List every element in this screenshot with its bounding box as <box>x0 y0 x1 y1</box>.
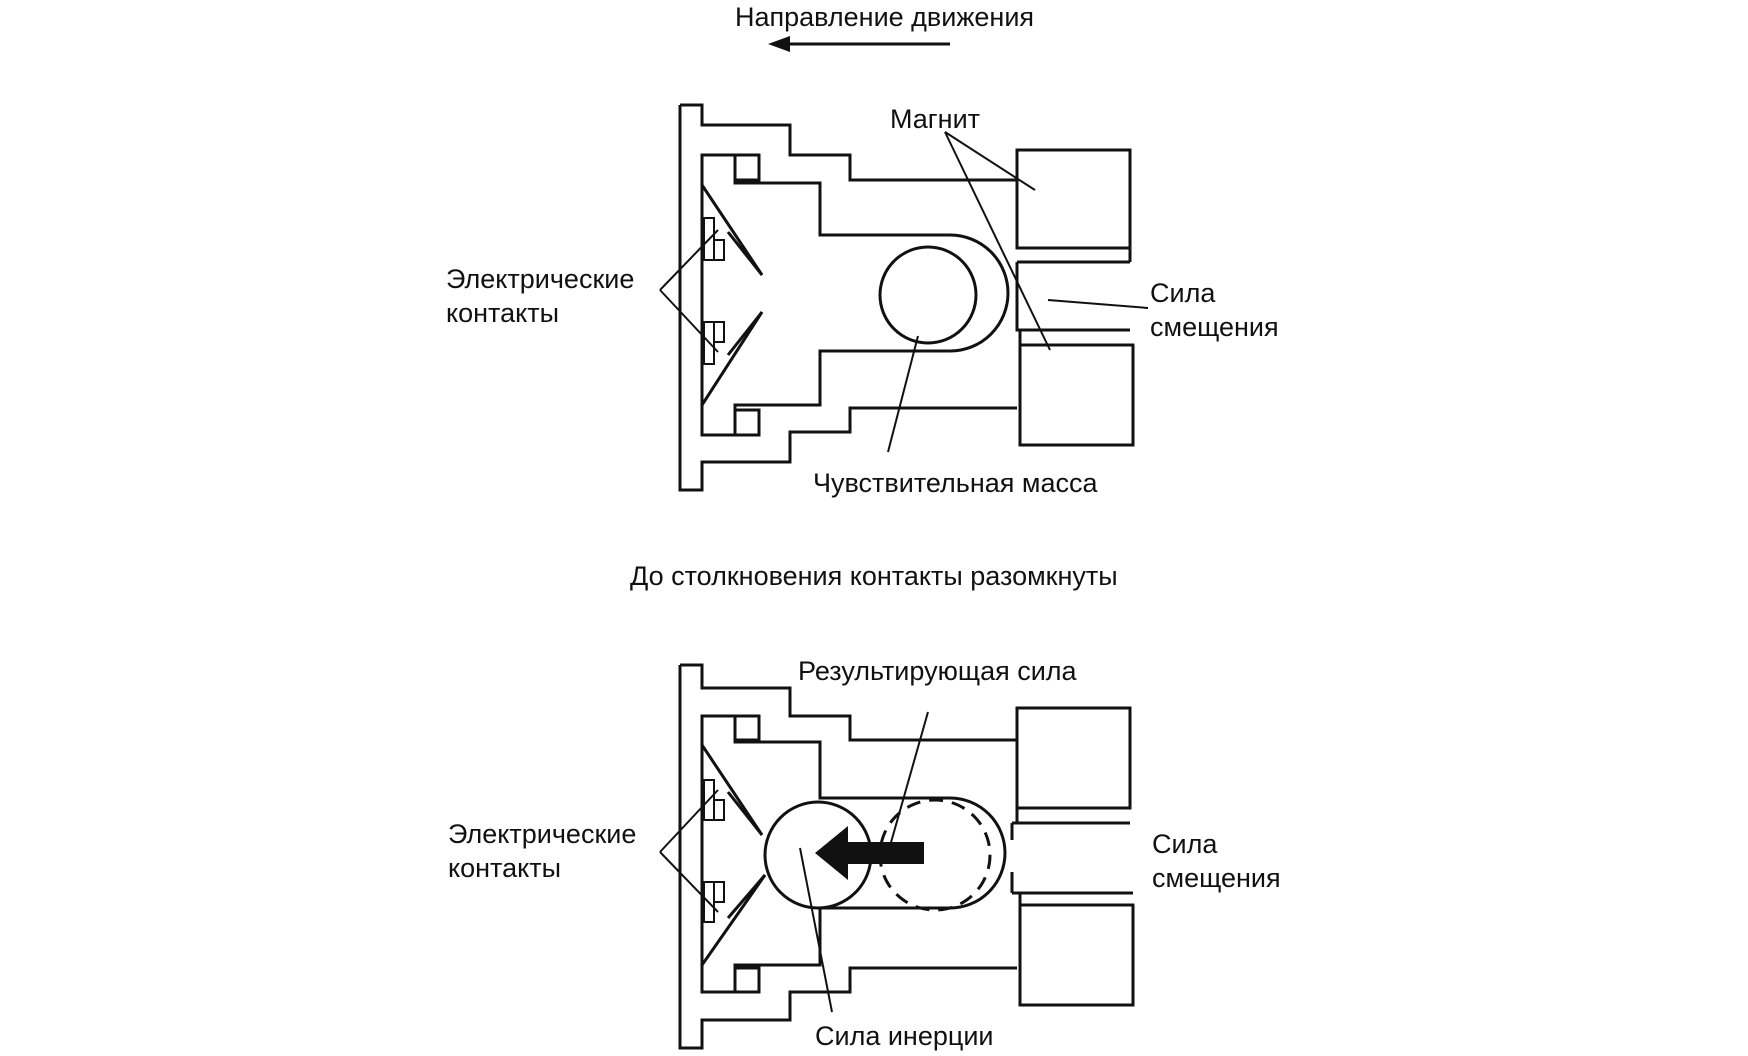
top-leader-lines <box>659 131 1149 453</box>
direction-label: Направление движения <box>735 2 1034 32</box>
top-magnet-label: Магнит <box>890 104 980 134</box>
bottom-bias-label-2: смещения <box>1152 863 1281 893</box>
top-magnet-upper <box>1015 148 1132 264</box>
top-sensing-mass <box>878 245 978 345</box>
top-bias-label-1: Сила <box>1150 278 1216 308</box>
bottom-sensor <box>659 663 1135 1050</box>
top-magnet-lower <box>1018 330 1135 447</box>
bottom-inertia-label: Сила инерции <box>815 1021 994 1051</box>
bottom-guide-block-upper <box>733 714 761 742</box>
bottom-resultant-label: Результирующая сила <box>798 656 1078 686</box>
bottom-inertia-arrow <box>815 826 924 880</box>
top-electrical-contacts <box>700 184 764 406</box>
top-mass-label: Чувствительная масса <box>813 468 1098 498</box>
direction-arrow <box>768 36 950 52</box>
bottom-magnet-lower <box>1018 893 1135 1007</box>
top-cavity <box>700 153 1010 437</box>
top-housing <box>678 103 1017 492</box>
bottom-contacts-label-2: контакты <box>448 853 561 883</box>
bottom-housing <box>678 663 1017 1050</box>
top-contacts-label-2: контакты <box>446 298 559 328</box>
top-contacts-label-1: Электрические <box>446 264 634 294</box>
caption: До столкновения контакты разомкнуты <box>630 561 1118 591</box>
top-sensor <box>659 103 1149 492</box>
bottom-contacts-label-1: Электрические <box>448 819 636 849</box>
top-bias-label-2: смещения <box>1150 312 1279 342</box>
bottom-magnet-upper <box>1015 706 1132 825</box>
bottom-leader-lines <box>659 711 929 1013</box>
bottom-electrical-contacts <box>700 744 767 966</box>
top-guide-block-upper <box>733 153 761 182</box>
top-guide-block-lower <box>733 408 761 437</box>
top-magnet-gap <box>1015 262 1130 332</box>
bottom-guide-block-lower <box>733 966 761 994</box>
bottom-bias-label-1: Сила <box>1152 829 1218 859</box>
